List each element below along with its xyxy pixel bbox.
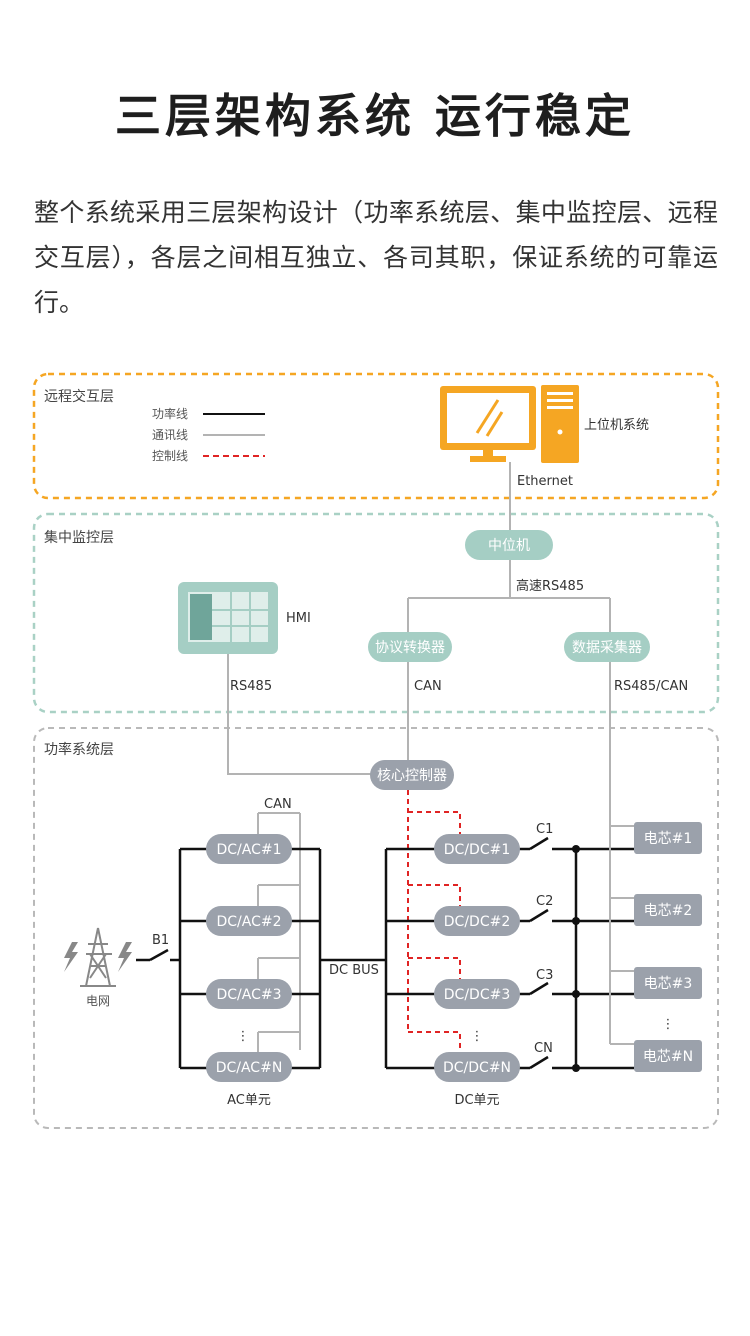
cell-ellipsis: ⋮	[662, 1017, 675, 1032]
ac-unit-n	[206, 1052, 292, 1082]
power-layer-box	[33, 727, 719, 1129]
legend-control-label: 控制线	[152, 449, 188, 463]
ac-unit-group-label: AC单元	[227, 1093, 271, 1108]
breaker-b1-label: B1	[152, 933, 169, 948]
dc-unit-group-label: DC单元	[454, 1093, 499, 1108]
dc-unit-2	[434, 906, 520, 936]
power-layer-label: 功率系统层	[44, 741, 114, 758]
ac-unit-n-label: DC/AC#N	[216, 1060, 283, 1076]
remote-layer-label: 远程交互层	[44, 388, 114, 405]
dc-unit-3-label: DC/DC#3	[444, 987, 510, 1003]
central-unit-node	[465, 530, 553, 560]
pc-tower-icon	[541, 385, 579, 463]
page-title: 三层架构系统 运行稳定	[114, 89, 635, 143]
hmi-label: HMI	[286, 611, 311, 626]
intro-paragraph: 整个系统采用三层架构设计（功率系统层、集中监控层、远程交互层），各层之间相互独立…	[34, 198, 718, 317]
data-collector-node	[564, 632, 650, 662]
cell-3-label: 电芯#3	[644, 976, 693, 992]
rs485-bus-label: 高速RS485	[516, 578, 584, 594]
cell-2	[634, 894, 702, 926]
central-unit-label: 中位机	[488, 538, 530, 554]
protocol-can-label: CAN	[414, 679, 442, 694]
dc-bus-label: DC BUS	[329, 963, 379, 978]
switch-c3-label: C3	[536, 968, 553, 983]
grid-label: 电网	[86, 994, 110, 1008]
cell-comm-lines	[609, 825, 634, 1045]
hmi-panel	[178, 582, 278, 654]
dc-unit-2-label: DC/DC#2	[444, 914, 510, 930]
remote-layer-box	[32, 372, 720, 500]
ac-unit-2	[206, 906, 292, 936]
cell-1-label: 电芯#1	[644, 831, 693, 847]
monitor-layer-box	[32, 512, 720, 714]
hmi-rs485-label: RS485	[230, 679, 272, 694]
switch-cn-label: CN	[534, 1041, 553, 1056]
ethernet-label: Ethernet	[517, 474, 573, 489]
ac-unit-3-label: DC/AC#3	[216, 987, 281, 1003]
monitor-icon	[440, 386, 536, 462]
host-system-label: 上位机系统	[584, 418, 649, 433]
monitor-layer-label: 集中监控层	[44, 529, 114, 546]
dc-unit-1-label: DC/DC#1	[444, 842, 510, 858]
data-collector-label: 数据采集器	[572, 639, 642, 656]
switch-c2-label: C2	[536, 894, 553, 909]
core-controller-node	[370, 760, 454, 790]
collector-rs485can-label: RS485/CAN	[614, 679, 688, 694]
dc-unit-n-label: DC/DC#N	[443, 1060, 511, 1076]
cell-n	[634, 1040, 702, 1072]
ac-unit-3	[206, 979, 292, 1009]
cell-n-label: 电芯#N	[643, 1049, 693, 1065]
lightning-icon	[64, 942, 132, 972]
protocol-converter-label: 协议转换器	[375, 639, 445, 656]
legend-comm-label: 通讯线	[152, 428, 188, 442]
breaker-b1-switch	[149, 948, 169, 962]
protocol-converter-node	[368, 632, 452, 662]
dc-unit-3	[434, 979, 520, 1009]
core-controller-label: 核心控制器	[377, 768, 447, 784]
cell-3	[634, 967, 702, 999]
control-lines	[407, 790, 461, 1052]
dc-unit-1	[434, 834, 520, 864]
ac-unit-1	[206, 834, 292, 864]
ac-unit-1-label: DC/AC#1	[216, 842, 281, 858]
cell-2-label: 电芯#2	[644, 903, 693, 919]
dc-unit-n	[434, 1052, 520, 1082]
power-grid-tower-icon	[80, 927, 116, 987]
switch-c1-label: C1	[536, 822, 553, 837]
junction-dots	[572, 845, 580, 1072]
dc-ellipsis: ⋮	[471, 1029, 484, 1044]
cell-1	[634, 822, 702, 854]
ac-unit-2-label: DC/AC#2	[216, 914, 281, 930]
legend-power-label: 功率线	[152, 406, 188, 421]
legend: 功率线 通讯线 控制线	[152, 406, 265, 463]
ac-ellipsis: ⋮	[237, 1029, 250, 1044]
ac-can-label: CAN	[264, 797, 292, 812]
hmi-to-core-line	[227, 654, 372, 775]
